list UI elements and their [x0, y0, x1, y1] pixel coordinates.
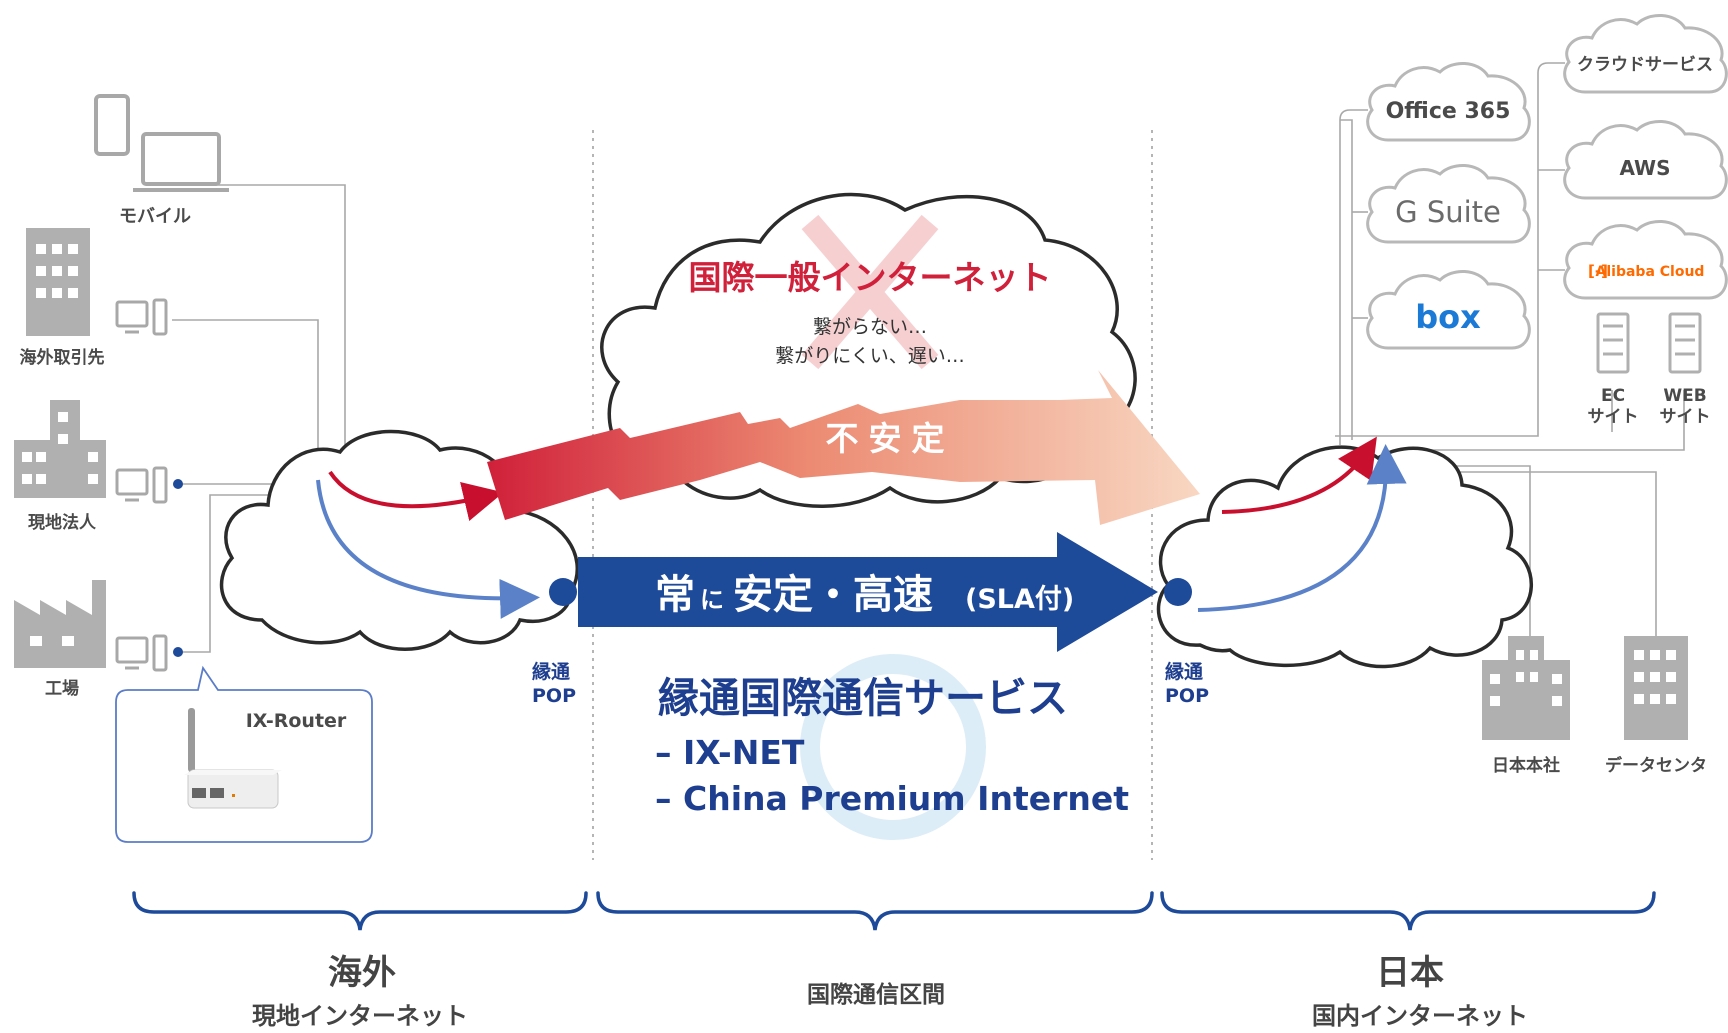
gsuite-label: G Suite: [1395, 195, 1501, 229]
service-name: 縁通国際通信サービス: [658, 674, 1068, 722]
cloud-gsuite: G Suite: [1366, 164, 1531, 244]
desktop-icon-local: [115, 466, 168, 504]
ec-label-2: サイト: [1588, 407, 1639, 427]
web-label-1: WEB: [1663, 386, 1706, 406]
pop-left-line1: 縁通: [532, 660, 571, 683]
cloud-box: box: [1366, 270, 1531, 350]
pop-dot-left: [549, 578, 577, 606]
local-corp-building-icon: [14, 400, 106, 498]
internet-line1: 繋がらない…: [813, 316, 927, 338]
mobile-label: モバイル: [119, 206, 191, 227]
pop-left-line2: POP: [532, 685, 576, 707]
brace-international: [596, 891, 1154, 931]
ec-server-icon: [1596, 312, 1630, 374]
region-international: 国際通信区間: [807, 981, 945, 1008]
region-braces: [132, 891, 1656, 931]
brace-japan: [1160, 891, 1656, 931]
partner-label: 海外取引先: [20, 347, 105, 368]
alibaba-logo-icon: [-]: [1588, 262, 1608, 280]
router-device-icon: [184, 708, 282, 809]
stable-label-a: 常: [655, 572, 695, 618]
blue-route-arrow-right: [1197, 444, 1407, 612]
ix-router-callout: IX-Router: [115, 665, 373, 843]
red-route-arrow-left: [328, 470, 504, 521]
factory-icon: [14, 580, 106, 668]
hq-building-icon: [1482, 636, 1570, 740]
desktop-icon-factory: [115, 634, 168, 672]
cloud-office365: Office 365: [1366, 62, 1531, 142]
datacenter-label: データセンタ: [1605, 755, 1707, 776]
blocked-x-icon: [801, 214, 939, 370]
box-label: box: [1415, 298, 1481, 336]
stable-arrow: [578, 532, 1158, 652]
region-japan: 日本: [1376, 953, 1444, 993]
ec-label-1: EC: [1601, 386, 1625, 406]
cloud-service-label: クラウドサービス: [1577, 55, 1713, 75]
web-label-2: サイト: [1660, 407, 1711, 427]
mobile-icon: [94, 94, 229, 192]
stable-label-b: に: [700, 586, 724, 614]
service-item-2: – China Premium Internet: [655, 779, 1129, 818]
hq-label: 日本本社: [1492, 755, 1560, 776]
watermark-circle-icon: [800, 654, 986, 840]
desktop-icon-partner: [115, 298, 168, 336]
pop-right-line1: 縁通: [1165, 660, 1204, 683]
local-corp-label: 現地法人: [28, 512, 97, 533]
cloud-cloud-service: クラウドサービス: [1563, 14, 1728, 94]
internet-title: 国際一般インターネット: [689, 258, 1052, 297]
alibaba-label: Alibaba Cloud: [1596, 264, 1705, 280]
aws-label: AWS: [1619, 156, 1670, 180]
pop-right-line2: POP: [1165, 685, 1209, 707]
cloud-aws: AWS: [1563, 120, 1728, 200]
internet-line2: 繋がりにくい、遅い…: [775, 345, 965, 367]
region-japan-sub: 国内インターネット: [1312, 1002, 1528, 1030]
web-server-icon: [1668, 312, 1702, 374]
stable-label-c: 安定・高速: [733, 572, 933, 618]
ix-router-label: IX-Router: [246, 710, 347, 732]
connection-dot-factory: [173, 647, 183, 657]
region-overseas: 海外: [328, 953, 396, 993]
japan-cloud: [1156, 445, 1533, 669]
partner-building-icon: [26, 228, 90, 336]
factory-label: 工場: [45, 679, 79, 699]
stable-label-d: (SLA付): [965, 584, 1074, 615]
service-item-1: – IX-NET: [655, 733, 805, 772]
blue-route-arrow-left: [316, 479, 540, 619]
office365-label: Office 365: [1386, 99, 1511, 124]
pop-dot-right: [1164, 578, 1192, 606]
unstable-label: 不安定: [826, 419, 955, 458]
cloud-alibaba: [-] Alibaba Cloud: [1563, 220, 1728, 300]
datacenter-icon: [1624, 636, 1688, 740]
red-route-arrow-right: [1221, 436, 1377, 514]
region-overseas-sub: 現地インターネット: [252, 1002, 468, 1030]
connection-dot-local: [173, 479, 183, 489]
left-connection-lines: [172, 184, 346, 653]
unstable-arrow: [487, 370, 1200, 525]
brace-overseas: [132, 891, 588, 931]
